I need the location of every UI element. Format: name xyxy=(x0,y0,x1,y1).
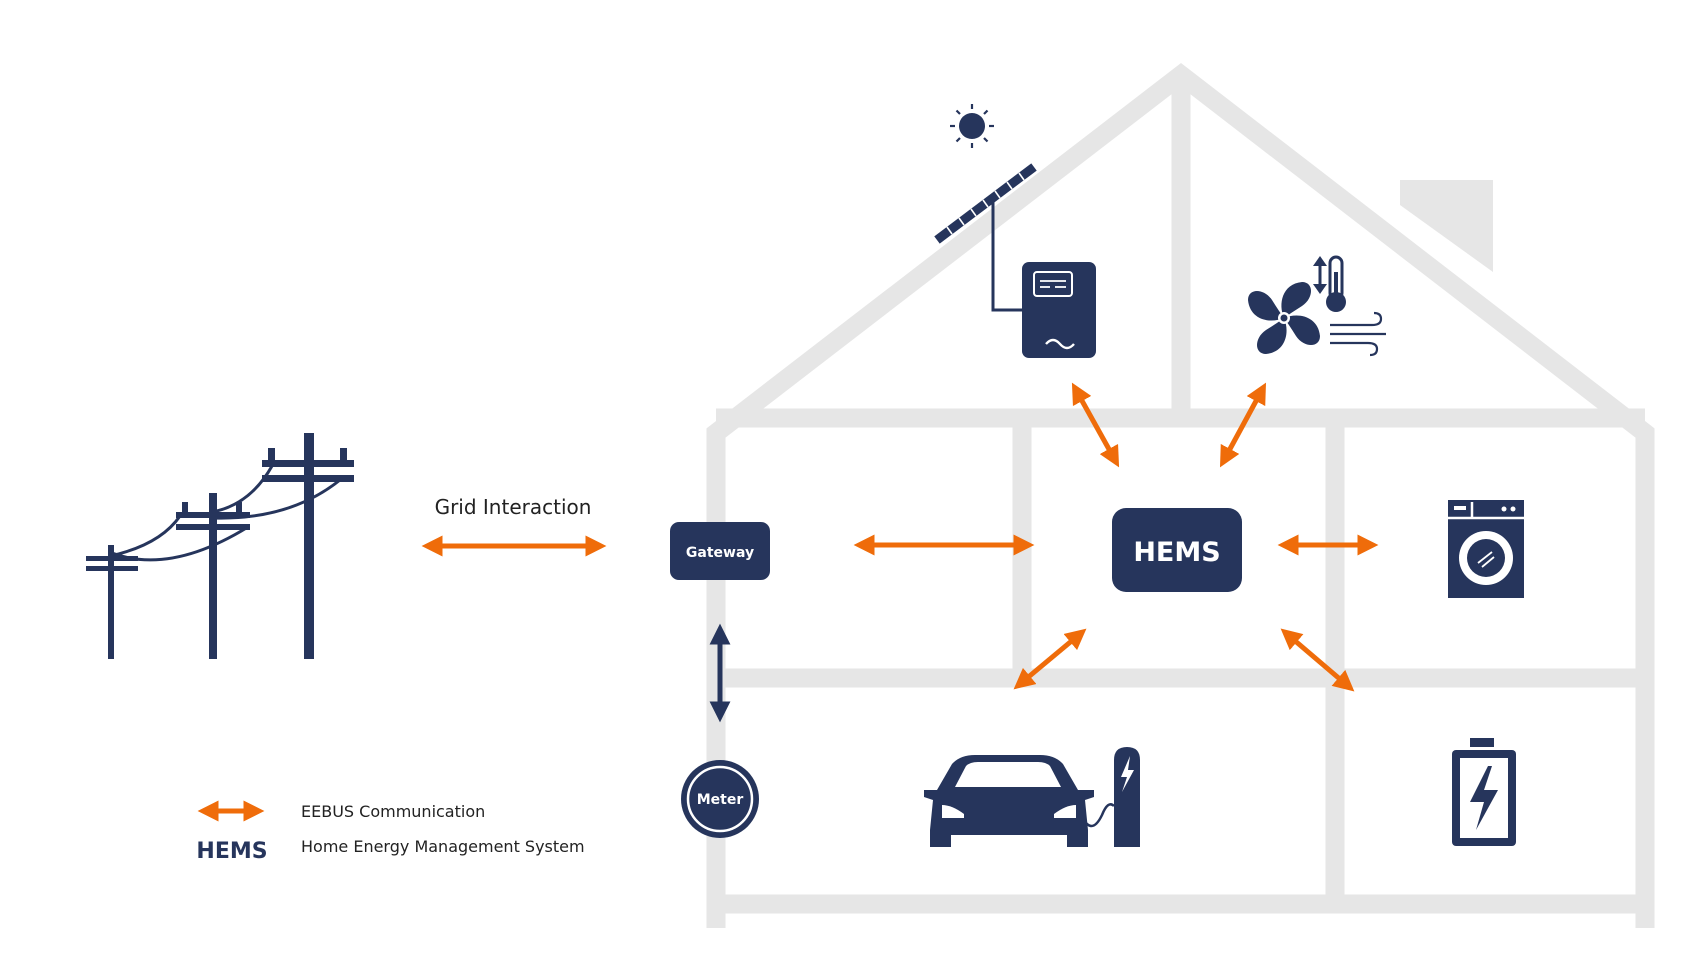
hems-car-arrow xyxy=(1013,628,1087,690)
hems-battery-arrow xyxy=(1280,628,1355,692)
hems-inverter-arrow xyxy=(1071,382,1120,468)
legend-hems-abbr: HEMS xyxy=(196,839,267,864)
battery-icon xyxy=(1452,738,1516,846)
legend-eebus-label: EEBUS Communication xyxy=(301,802,485,821)
gateway-label: Gateway xyxy=(686,545,754,561)
charging-station-icon xyxy=(1076,747,1140,847)
sun-icon xyxy=(950,104,994,148)
wind-icon xyxy=(1330,311,1386,357)
meter-icon: Meter xyxy=(681,760,759,838)
grid-interaction-label: Grid Interaction xyxy=(435,495,592,519)
legend: EEBUS Communication HEMS Home Energy Man… xyxy=(196,800,585,864)
hems-arrows xyxy=(1013,382,1379,692)
thermometer-icon xyxy=(1313,255,1346,312)
car-icon xyxy=(924,755,1094,847)
power-lines-icon xyxy=(86,433,354,659)
hems-label: HEMS xyxy=(1133,537,1220,568)
chimney xyxy=(1400,180,1493,272)
hems-box: HEMS xyxy=(1112,508,1242,592)
hems-climate-arrow xyxy=(1219,382,1267,468)
solar-panel-icon xyxy=(934,163,1037,312)
meter-label: Meter xyxy=(697,792,744,808)
legend-hems-label: Home Energy Management System xyxy=(301,837,585,856)
washing-machine-icon xyxy=(1448,500,1524,598)
gateway-box: Gateway xyxy=(670,522,770,580)
fan-icon xyxy=(1248,282,1320,354)
inverter-icon xyxy=(1022,262,1096,358)
